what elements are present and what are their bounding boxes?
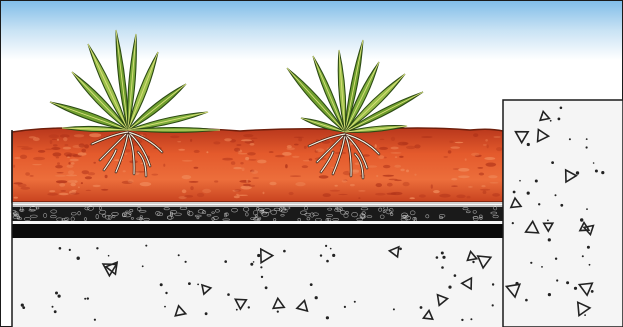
soil-substrate-layer [12,128,503,202]
sky-layer [0,0,623,60]
waterproof-membrane-layer [12,224,503,238]
membrane-gap [12,221,503,224]
parapet-wall [503,100,623,327]
concrete-slab-layer [12,238,503,327]
drainage-gravel-layer [11,206,504,222]
